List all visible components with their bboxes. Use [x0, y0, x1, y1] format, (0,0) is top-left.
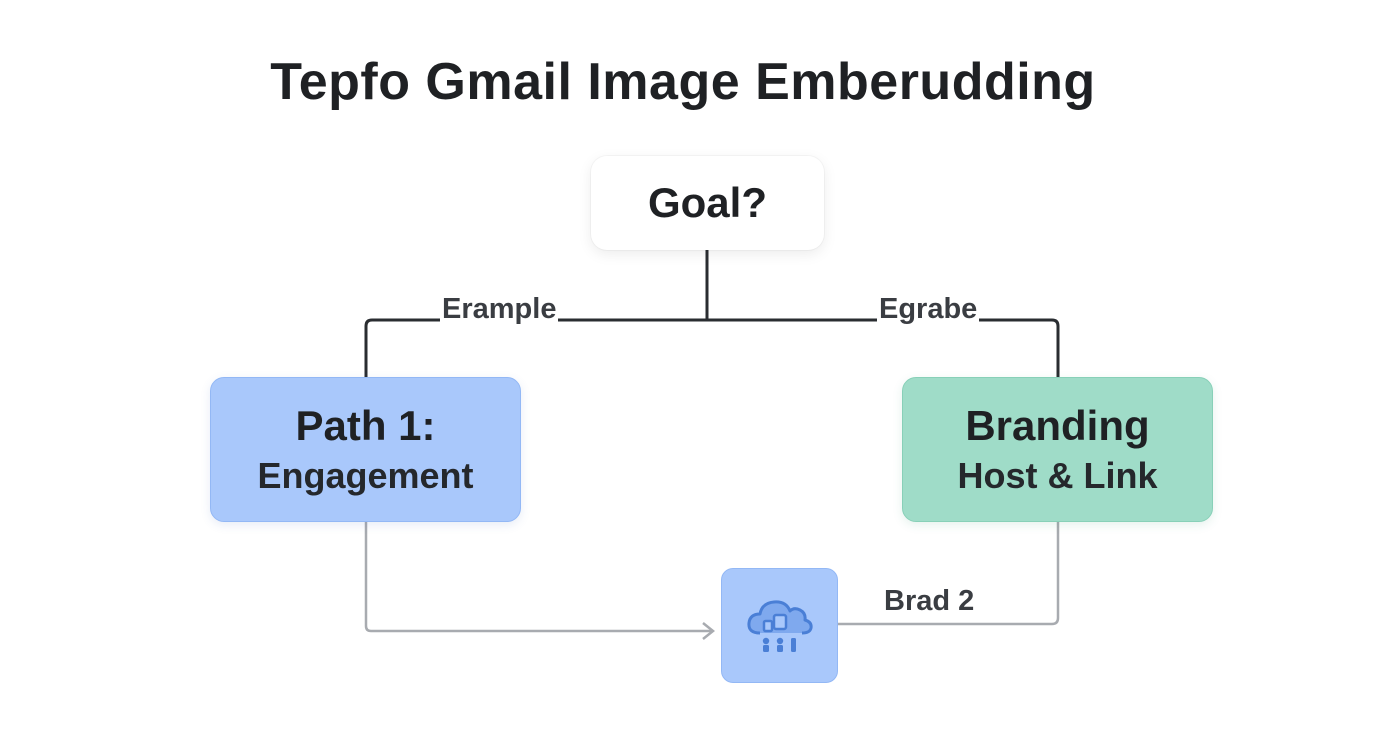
goal-label: Goal?: [647, 179, 767, 226]
edge-label-bottom: Brad 2: [882, 584, 977, 618]
path1-engagement-node: Path 1: Engagement: [210, 377, 521, 522]
branding-node: Branding Host & Link: [902, 377, 1213, 522]
diagram-title: Tepfo Gmail Image Emberudding: [270, 53, 1096, 111]
cloud-hosting-icon: [746, 599, 813, 652]
path1-subtitle: Engagement: [257, 454, 474, 496]
arrowhead-icon: [702, 622, 716, 640]
cloud-hosting-node: [721, 568, 838, 683]
branding-title: Branding: [965, 401, 1150, 449]
edge-label-right: Egrabe: [877, 292, 980, 326]
goal-to-branding-line: [707, 318, 1060, 377]
branding-to-cloud-line: [838, 522, 1060, 626]
path1-to-cloud-line: [364, 522, 712, 633]
goal-node: Goal?: [591, 156, 824, 250]
path1-title: Path 1:: [295, 401, 436, 449]
branding-subtitle: Host & Link: [957, 454, 1158, 496]
goal-to-path1-line: [364, 318, 707, 377]
edge-label-left: Erample: [440, 292, 559, 326]
